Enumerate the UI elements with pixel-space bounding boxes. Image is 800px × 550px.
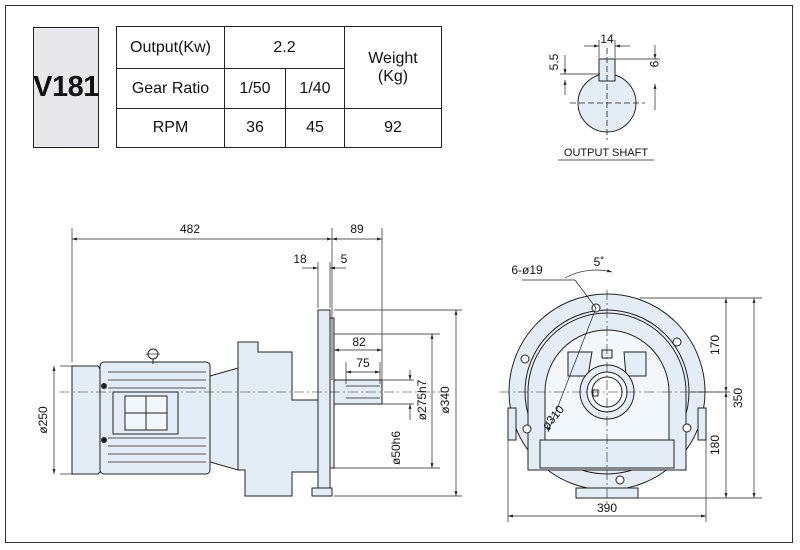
weight-label-line1: Weight <box>368 49 418 67</box>
drawing-frame <box>5 5 793 543</box>
key-depth-label: 5.5 <box>547 53 561 70</box>
foot-right <box>697 407 707 441</box>
ratio-value-1: 1/50 <box>224 68 286 109</box>
weight-label: Weight (Kg) <box>344 26 442 109</box>
lower-height-label: 180 <box>708 435 722 455</box>
pilot-dia-label: ø275h7 <box>415 379 429 420</box>
key-height-label: 9 <box>647 61 661 68</box>
motor-end-cap <box>71 365 105 475</box>
output-flange <box>317 309 331 497</box>
gear-housing <box>237 341 321 497</box>
flange-dia-label: ø340 <box>438 386 452 414</box>
spec-table: Output(Kw) 2.2 Weight (Kg) Gear Ratio 1/… <box>116 26 442 148</box>
model-label: V181 <box>33 27 99 148</box>
motor-dia-label: ø250 <box>36 406 50 434</box>
rpm-value-2: 45 <box>285 108 345 148</box>
overall-length-label: 482 <box>180 222 200 236</box>
side-view <box>52 228 462 497</box>
width-label: 390 <box>597 501 617 515</box>
key-width-label: 14 <box>600 32 614 46</box>
bolt-holes-label: 6-ø19 <box>511 263 543 277</box>
output-label: Output(Kw) <box>116 26 225 69</box>
output-shaft-detail <box>560 40 660 140</box>
total-height-label: 350 <box>731 388 745 408</box>
rpm-value-1: 36 <box>224 108 286 148</box>
weight-value: 92 <box>344 108 442 148</box>
ratio-value-2: 1/40 <box>285 68 345 109</box>
shaft-length-label: 89 <box>350 222 364 236</box>
flange-thickness-label: 18 <box>293 252 307 266</box>
front-view <box>500 269 762 522</box>
foot-left <box>507 407 517 441</box>
output-value: 2.2 <box>224 26 345 69</box>
motor-adapter <box>209 367 239 471</box>
bolt-holes <box>520 303 692 485</box>
key-length-label: 75 <box>356 356 370 370</box>
shaft-ext-label: 82 <box>352 335 366 349</box>
shaft-dia-label: ø50h6 <box>389 431 403 465</box>
shaft-caption: OUTPUT SHAFT <box>564 147 648 159</box>
angle-label: 5˚ <box>594 255 605 269</box>
weight-label-line2: (Kg) <box>377 67 409 85</box>
spigot-depth-label: 5 <box>341 252 348 266</box>
upper-height-label: 170 <box>708 335 722 355</box>
